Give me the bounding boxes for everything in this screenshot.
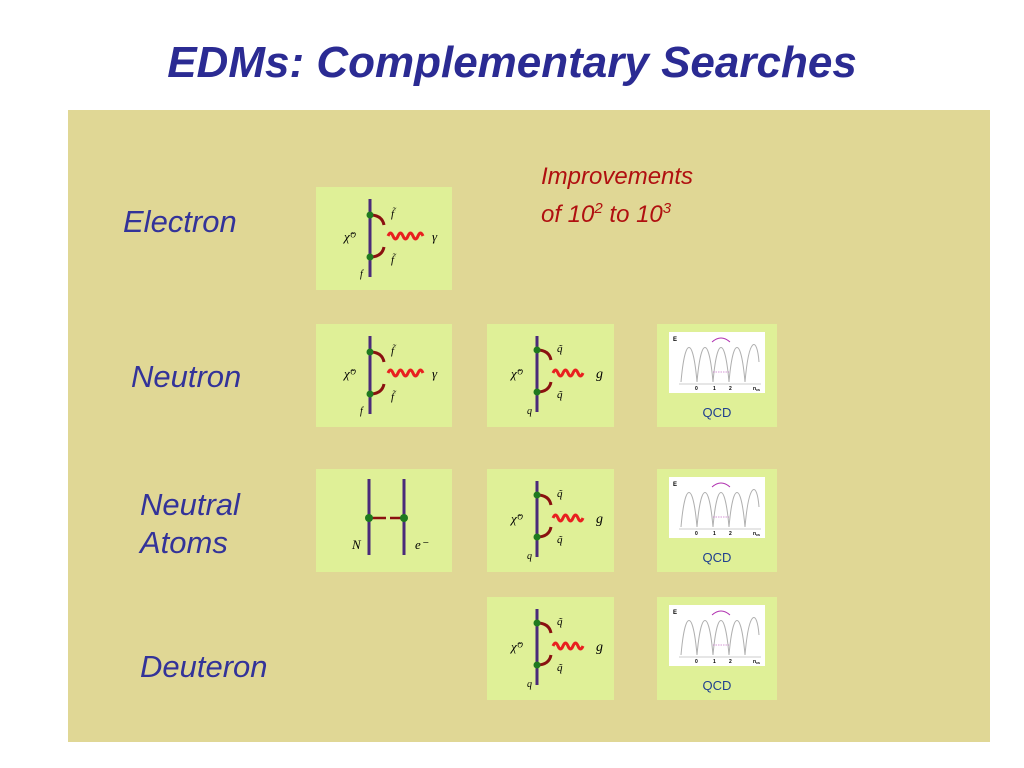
neutron-photon-diagram: χ̃ᴼ f̃ f̃ γ f [316,324,452,427]
vertex-nucleon [365,514,373,522]
vertex-lower [533,533,541,541]
neutralino-label: χ̃ᴼ [509,639,523,654]
sfermion-label-upper: f̃ [391,207,397,220]
squark-label-lower: q̃ [557,389,563,401]
n-axis-symbol: n [753,659,756,665]
neutron-gluon-diagram: χ̃ᴼ q̃ q̃ g q [487,324,614,427]
vertex-upper [366,348,374,356]
qcd-vacuum-plot: E 0 1 2 ncs [669,605,765,666]
qcd-label: QCD [702,678,732,693]
vertex-upper [366,211,374,219]
squark-label-lower: q̃ [557,662,563,674]
deuteron-qcd-box: E 0 1 2 ncs QCD [657,597,777,700]
energy-axis-label: E [673,610,677,616]
neutralino-label: χ̃ᴼ [342,366,356,381]
squark-label-upper: q̃ [557,488,563,500]
sfermion-label-upper: f̃ [391,344,397,357]
atoms-qcd-box: E 0 1 2 ncs QCD [657,469,777,572]
vertex-upper [533,491,541,499]
n-axis-subscript: cs [756,661,760,665]
n-axis-subscript: cs [756,533,760,537]
fermion-label: f [360,406,364,417]
tick-1: 1 [713,531,716,537]
fermion-label: f [360,269,364,280]
quark-label: q [527,551,532,562]
vertex-lower [366,390,374,398]
vertex-lower [533,661,541,669]
tunneling-arrow [711,482,731,488]
improvements-exp2: 3 [662,200,672,217]
electron-photon-diagram: χ̃ᴼ f̃ f̃ γ f [316,187,452,290]
atoms-gluon-diagram: χ̃ᴼ q̃ q̃ g q [487,469,614,572]
quark-label: q [527,679,532,690]
neutralino-label: χ̃ᴼ [509,366,523,381]
improvements-prefix: of 10 [541,201,595,228]
vertex-lower [533,388,541,396]
neutralino-label: χ̃ᴼ [509,511,523,526]
qcd-label: QCD [702,550,732,565]
improvements-line1: Improvements [541,163,694,190]
vacuum-energy-curve [680,616,760,656]
gluon-label: g [596,640,603,655]
qcd-vacuum-plot: E 0 1 2 ncs [669,332,765,393]
row-label-electron: Electron [123,204,237,239]
gluon-label: g [596,512,603,527]
vacuum-energy-curve [680,343,760,383]
tick-0: 0 [695,386,698,392]
improvements-exp1: 2 [594,200,603,217]
vertex-upper [533,346,541,354]
qcd-label: QCD [702,405,732,420]
slide-title: EDMs: Complementary Searches [167,38,857,87]
gluon-label: g [596,367,603,382]
tick-2: 2 [729,386,732,392]
n-axis-label: ncs [753,386,760,392]
improvements-note: Improvements of 102 to 103 [541,161,693,231]
electron-label: e⁻ [415,537,429,552]
tick-2: 2 [729,659,732,665]
photon-label: γ [432,366,438,381]
tick-0: 0 [695,659,698,665]
gluon-wavy-line [551,513,585,523]
neutron-qcd-box: E 0 1 2 ncs QCD [657,324,777,427]
n-axis-symbol: n [753,531,756,537]
vertex-lower [366,253,374,261]
vertex-electron [400,514,408,522]
photon-wavy-line [386,368,425,378]
sfermion-label-lower: f̃ [391,390,397,403]
n-axis-label: ncs [753,531,760,537]
vertex-upper [533,619,541,627]
row-label-neutron: Neutron [131,359,242,394]
photon-label: γ [432,229,438,244]
squark-label-lower: q̃ [557,534,563,546]
energy-axis-label: E [673,337,677,343]
gluon-wavy-line [551,641,585,651]
n-axis-subscript: cs [756,388,760,392]
row-label-deuteron: Deuteron [140,649,268,684]
tunneling-arrow [711,610,731,616]
row-label-neutral: Neutral [140,487,240,522]
quark-label: q [527,406,532,417]
qcd-vacuum-plot: E 0 1 2 ncs [669,477,765,538]
row-label-neutral-atoms: Neutral Atoms [140,486,240,562]
improvements-mid: to 10 [602,201,663,228]
sfermion-label-lower: f̃ [391,253,397,266]
n-axis-symbol: n [753,386,756,392]
photon-wavy-line [386,231,425,241]
nucleon-label: N [351,537,362,552]
squark-label-upper: q̃ [557,343,563,355]
tick-1: 1 [713,659,716,665]
energy-axis-label: E [673,482,677,488]
n-axis-label: ncs [753,659,760,665]
tick-0: 0 [695,531,698,537]
row-label-atoms: Atoms [140,525,228,560]
neutralino-label: χ̃ᴼ [342,229,356,244]
vacuum-energy-curve [680,488,760,528]
gluon-wavy-line [551,368,585,378]
atom-electron-nucleon-diagram: N e⁻ [316,469,452,572]
squark-label-upper: q̃ [557,616,563,628]
tunneling-arrow [711,337,731,343]
deuteron-gluon-diagram: χ̃ᴼ q̃ q̃ g q [487,597,614,700]
tick-1: 1 [713,386,716,392]
tick-2: 2 [729,531,732,537]
